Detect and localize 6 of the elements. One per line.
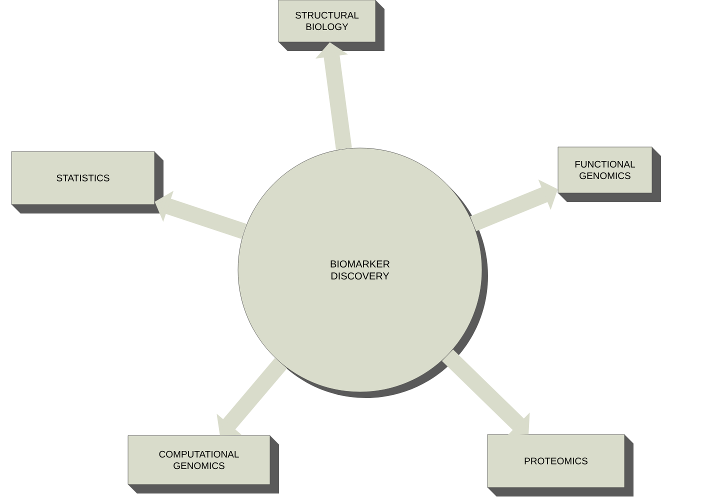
box: PROTEOMICS [487,434,634,496]
box: COMPUTATIONAL GENOMICS [128,435,279,494]
box: STATISTICS [11,151,164,214]
box: FUNCTIONAL GENOMICS [558,146,661,202]
arrow [442,350,530,436]
box: STRUCTURAL BIOLOGY [278,0,384,51]
